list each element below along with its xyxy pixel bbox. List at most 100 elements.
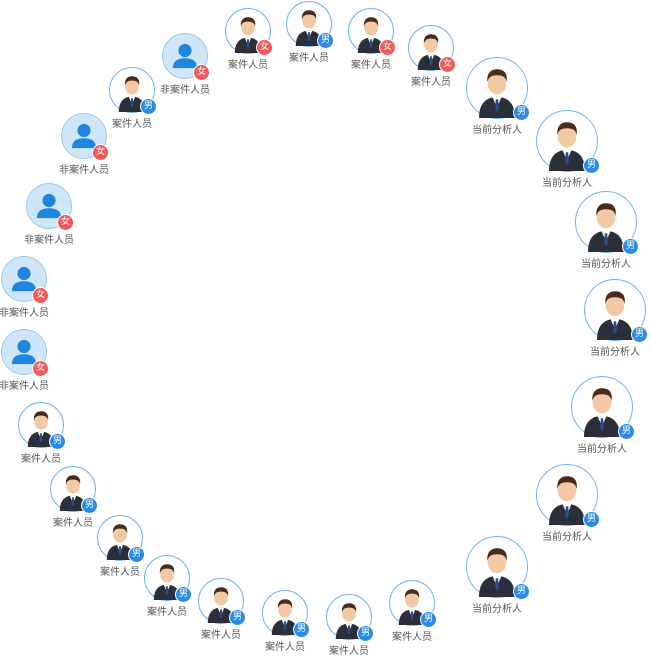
- female-badge: 女: [32, 360, 49, 377]
- male-badge: 男: [622, 238, 639, 255]
- person-portrait-icon: 男: [144, 555, 192, 603]
- case-person-node[interactable]: 男案件人员: [109, 67, 157, 130]
- person-portrait-icon: 男: [536, 110, 600, 174]
- node-label: 当前分析人: [542, 178, 592, 189]
- noncase-person-node[interactable]: 女非案件人员: [160, 33, 210, 96]
- node-label: 案件人员: [329, 646, 369, 657]
- person-portrait-icon: 男: [198, 578, 246, 626]
- node-label: 非案件人员: [24, 235, 74, 246]
- person-portrait-icon: 男: [571, 376, 635, 440]
- node-label: 当前分析人: [590, 347, 640, 358]
- noncase-person-node[interactable]: 女非案件人员: [0, 256, 49, 319]
- noncase-person-node[interactable]: 女非案件人员: [0, 329, 49, 392]
- male-badge: 男: [513, 104, 530, 121]
- person-silhouette-icon: 女: [1, 256, 49, 304]
- node-label: 案件人员: [21, 454, 61, 465]
- case-person-node[interactable]: 男案件人员: [18, 402, 66, 465]
- male-badge: 男: [317, 32, 334, 49]
- analyst-node[interactable]: 男当前分析人: [536, 110, 600, 189]
- person-portrait-icon: 男: [18, 402, 66, 450]
- female-badge: 女: [92, 144, 109, 161]
- male-badge: 男: [229, 609, 246, 626]
- case-person-node[interactable]: 男案件人员: [198, 578, 246, 641]
- person-silhouette-icon: 女: [162, 33, 210, 81]
- noncase-person-node[interactable]: 女非案件人员: [24, 183, 74, 246]
- node-label: 非案件人员: [0, 308, 49, 319]
- person-silhouette-icon: 女: [26, 183, 74, 231]
- node-label: 当前分析人: [472, 125, 522, 136]
- person-portrait-icon: 女: [225, 8, 273, 56]
- person-portrait-icon: 男: [389, 580, 437, 628]
- node-label: 当前分析人: [577, 444, 627, 455]
- person-portrait-icon: 女: [348, 8, 396, 56]
- node-label: 案件人员: [112, 119, 152, 130]
- person-portrait-icon: 男: [584, 279, 648, 343]
- node-label: 案件人员: [147, 607, 187, 618]
- analyst-node[interactable]: 男当前分析人: [466, 536, 530, 615]
- node-label: 案件人员: [100, 567, 140, 578]
- analyst-node[interactable]: 男当前分析人: [571, 376, 635, 455]
- node-label: 案件人员: [265, 642, 305, 653]
- case-person-node[interactable]: 男案件人员: [262, 590, 310, 653]
- analyst-node[interactable]: 男当前分析人: [584, 279, 648, 358]
- male-badge: 男: [128, 546, 145, 563]
- case-person-node[interactable]: 男案件人员: [144, 555, 192, 618]
- person-portrait-icon: 男: [262, 590, 310, 638]
- node-label: 非案件人员: [160, 85, 210, 96]
- person-portrait-icon: 男: [466, 536, 530, 600]
- person-portrait-icon: 男: [326, 594, 374, 642]
- person-portrait-icon: 男: [575, 191, 639, 255]
- analyst-node[interactable]: 男当前分析人: [466, 57, 530, 136]
- case-person-node[interactable]: 女案件人员: [225, 8, 273, 71]
- node-label: 案件人员: [201, 630, 241, 641]
- person-silhouette-icon: 女: [61, 113, 109, 161]
- node-label: 案件人员: [289, 53, 329, 64]
- male-badge: 男: [420, 611, 437, 628]
- person-portrait-icon: 男: [536, 464, 600, 528]
- person-portrait-icon: 男: [286, 1, 334, 49]
- female-badge: 女: [57, 214, 74, 231]
- case-person-node[interactable]: 男案件人员: [389, 580, 437, 643]
- person-silhouette-icon: 女: [1, 329, 49, 377]
- node-label: 非案件人员: [59, 165, 109, 176]
- female-badge: 女: [379, 39, 396, 56]
- case-person-node[interactable]: 女案件人员: [408, 25, 456, 88]
- male-badge: 男: [175, 586, 192, 603]
- person-portrait-icon: 男: [466, 57, 530, 121]
- node-label: 案件人员: [351, 60, 391, 71]
- analyst-node[interactable]: 男当前分析人: [536, 464, 600, 543]
- person-portrait-icon: 男: [97, 515, 145, 563]
- analyst-node[interactable]: 男当前分析人: [575, 191, 639, 270]
- case-person-node[interactable]: 男案件人员: [50, 466, 98, 529]
- node-label: 案件人员: [228, 60, 268, 71]
- node-label: 案件人员: [411, 77, 451, 88]
- male-badge: 男: [293, 621, 310, 638]
- person-portrait-icon: 男: [109, 67, 157, 115]
- person-portrait-icon: 女: [408, 25, 456, 73]
- female-badge: 女: [256, 39, 273, 56]
- node-label: 非案件人员: [0, 381, 49, 392]
- male-badge: 男: [583, 157, 600, 174]
- case-person-node[interactable]: 男案件人员: [326, 594, 374, 657]
- female-badge: 女: [439, 56, 456, 73]
- female-badge: 女: [193, 64, 210, 81]
- male-badge: 男: [583, 511, 600, 528]
- case-person-node[interactable]: 男案件人员: [286, 1, 334, 64]
- male-badge: 男: [618, 423, 635, 440]
- node-label: 当前分析人: [472, 604, 522, 615]
- male-badge: 男: [631, 326, 648, 343]
- noncase-person-node[interactable]: 女非案件人员: [59, 113, 109, 176]
- node-label: 当前分析人: [542, 532, 592, 543]
- person-portrait-icon: 男: [50, 466, 98, 514]
- female-badge: 女: [32, 287, 49, 304]
- male-badge: 男: [140, 98, 157, 115]
- case-person-node[interactable]: 男案件人员: [97, 515, 145, 578]
- node-label: 案件人员: [392, 632, 432, 643]
- male-badge: 男: [513, 583, 530, 600]
- male-badge: 男: [49, 433, 66, 450]
- male-badge: 男: [357, 625, 374, 642]
- node-label: 当前分析人: [581, 259, 631, 270]
- case-person-node[interactable]: 女案件人员: [348, 8, 396, 71]
- male-badge: 男: [81, 497, 98, 514]
